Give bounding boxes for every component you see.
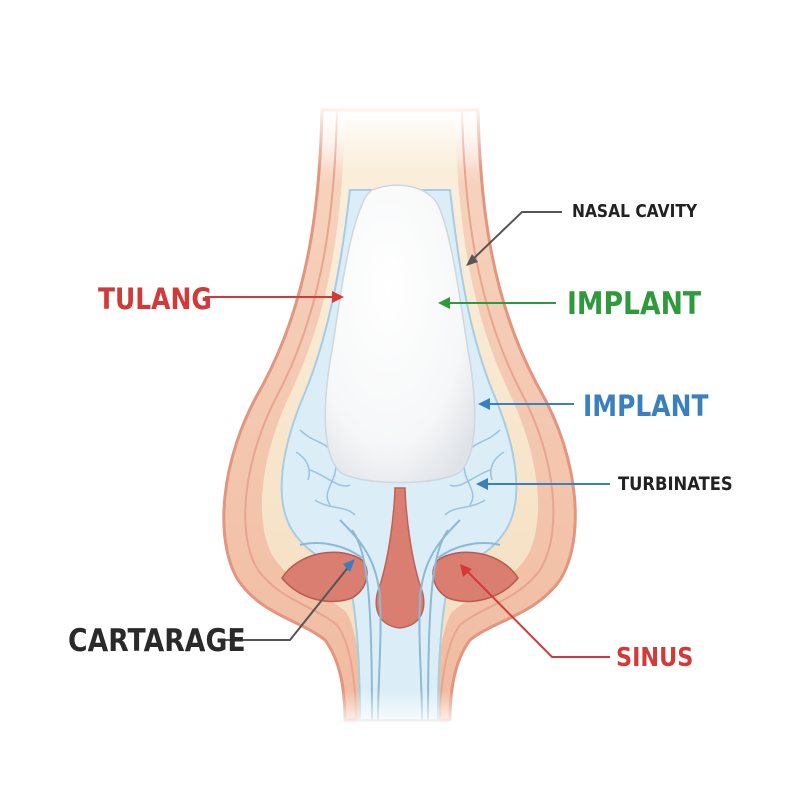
right-nostril-cavity [432,551,519,603]
label-turbinates: TURBINATES [618,473,733,495]
sinus-leader [465,569,610,658]
label-nasal-cavity: NASAL CAVITY [572,201,698,222]
implant-blue-arrowhead [478,398,490,410]
label-cartarage: CARTARAGE [68,623,246,659]
implant-shape [324,184,476,484]
cartarage-arrowhead [343,559,355,572]
turbinate-detail [295,429,505,516]
nasal-septum [375,487,425,629]
nasal-cavity-leader [469,211,562,263]
sinus-arrowhead [460,564,472,577]
turbinates-arrowhead [476,478,488,490]
tulang-arrowhead [332,291,344,303]
label-implant-green: IMPLANT [567,286,702,322]
label-sinus: SINUS [616,643,694,673]
nasal-cavity-arrowhead [466,254,478,266]
cartarage-leader [222,564,351,641]
label-implant-blue: IMPLANT [583,389,709,423]
cartilage-strands [299,519,501,721]
implant-green-arrowhead [438,297,450,309]
leader-lines [205,211,610,658]
label-tulang: TULANG [98,282,212,316]
